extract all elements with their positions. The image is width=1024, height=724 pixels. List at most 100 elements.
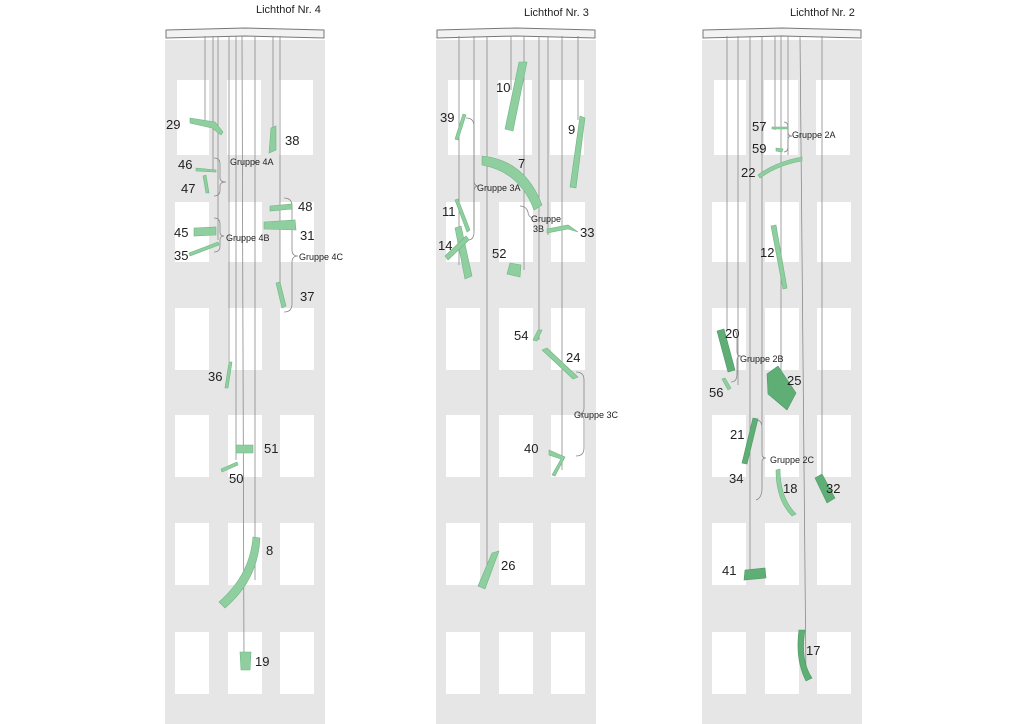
label-22: 22 (741, 165, 755, 180)
label-34: 34 (729, 471, 743, 486)
label-52: 52 (492, 246, 506, 261)
group-label-3a: Gruppe 3A (477, 183, 521, 193)
piece-51 (235, 444, 254, 454)
piece-12 (770, 224, 788, 290)
label-9: 9 (568, 122, 575, 137)
piece-14 (454, 225, 473, 280)
suspension-wires (726, 35, 823, 681)
piece-46 (195, 167, 217, 173)
tower-title: Lichthof Nr. 4 (256, 4, 321, 16)
piece-labels: 57 59 22 12 20 56 25 21 34 18 32 41 17 (709, 119, 840, 658)
piece-20 (716, 328, 736, 373)
group-labels: Gruppe 3A Gruppe 3B Gruppe 3C (477, 183, 619, 420)
piece-32 (814, 473, 836, 504)
group-braces (213, 157, 299, 313)
piece-57 (771, 126, 789, 130)
piece-9 (569, 115, 586, 189)
piece-36 (224, 361, 233, 389)
piece-21 (741, 417, 759, 465)
label-41: 41 (722, 563, 736, 578)
piece-18 (775, 468, 797, 517)
piece-14b (444, 235, 470, 261)
label-12: 12 (760, 245, 774, 260)
windows (712, 202, 851, 694)
facade-top (702, 40, 862, 80)
glass-pieces (444, 61, 586, 590)
piece-48 (269, 203, 293, 212)
piece-47 (202, 174, 210, 194)
group-label-3b-line1: Gruppe (531, 214, 561, 224)
group-braces (730, 121, 793, 501)
tower-lichthof-4: Lichthof Nr. 4 29 38 46 47 48 45 35 31 3… (165, 4, 344, 724)
label-18: 18 (783, 481, 797, 496)
group-label-4a: Gruppe 4A (230, 157, 274, 167)
tower-title: Lichthof Nr. 3 (524, 7, 589, 19)
piece-11 (454, 198, 471, 233)
label-19: 19 (255, 654, 269, 669)
group-label-4b: Gruppe 4B (226, 233, 270, 243)
group-label-4c: Gruppe 4C (299, 252, 344, 262)
label-46: 46 (178, 157, 192, 172)
label-10: 10 (496, 80, 510, 95)
piece-24 (541, 347, 579, 380)
label-32: 32 (826, 481, 840, 496)
group-label-2a: Gruppe 2A (792, 130, 836, 140)
tower-lichthof-2: Lichthof Nr. 2 57 59 22 12 20 56 25 21 3… (702, 7, 862, 724)
upper-columns (702, 80, 862, 155)
piece-56 (721, 377, 732, 391)
label-48: 48 (298, 199, 312, 214)
upper-columns (165, 80, 325, 155)
label-21: 21 (730, 427, 744, 442)
tower-title: Lichthof Nr. 2 (790, 7, 855, 19)
piece-54 (532, 329, 543, 342)
label-31: 31 (300, 228, 314, 243)
label-29: 29 (166, 117, 180, 132)
label-59: 59 (752, 141, 766, 156)
label-47: 47 (181, 181, 195, 196)
piece-29 (189, 117, 224, 136)
piece-37 (275, 281, 287, 309)
label-7: 7 (518, 156, 525, 171)
piece-33 (546, 224, 579, 234)
facade-top (436, 40, 596, 80)
tower-lichthof-3: Lichthof Nr. 3 10 39 9 7 11 14 52 33 54 … (436, 7, 619, 724)
windows (175, 202, 314, 694)
piece-17 (797, 629, 813, 682)
group-label-2b: Gruppe 2B (740, 354, 784, 364)
glass-roof (436, 27, 596, 39)
piece-40 (548, 449, 566, 477)
label-35: 35 (174, 248, 188, 263)
label-26: 26 (501, 558, 515, 573)
label-8: 8 (266, 543, 273, 558)
suspension-wires (458, 36, 579, 570)
label-37: 37 (300, 289, 314, 304)
piece-8 (218, 536, 261, 609)
label-57: 57 (752, 119, 766, 134)
label-17: 17 (806, 643, 820, 658)
piece-50 (220, 461, 239, 473)
piece-38 (268, 125, 277, 154)
label-56: 56 (709, 385, 723, 400)
group-label-3b-line2: 3B (533, 224, 544, 234)
group-labels: Gruppe 2A Gruppe 2B Gruppe 2C (740, 130, 836, 465)
group-labels: Gruppe 4A Gruppe 4B Gruppe 4C (226, 157, 344, 262)
group-label-2c: Gruppe 2C (770, 455, 815, 465)
label-14: 14 (438, 238, 452, 253)
piece-10 (504, 61, 528, 132)
label-38: 38 (285, 133, 299, 148)
glass-roof (702, 27, 862, 39)
glass-pieces (188, 117, 297, 671)
facade-top (165, 40, 325, 80)
label-39: 39 (440, 110, 454, 125)
label-11: 11 (442, 204, 456, 219)
label-20: 20 (725, 326, 739, 341)
piece-labels: 29 38 46 47 48 45 35 31 37 36 51 50 8 19 (166, 117, 314, 669)
piece-22 (757, 156, 803, 179)
group-braces (465, 117, 585, 457)
piece-25 (766, 365, 797, 411)
piece-52 (506, 262, 522, 278)
glass-roof (165, 27, 325, 39)
piece-labels: 10 39 9 7 11 14 52 33 54 24 40 26 (438, 80, 594, 573)
label-45: 45 (174, 225, 188, 240)
